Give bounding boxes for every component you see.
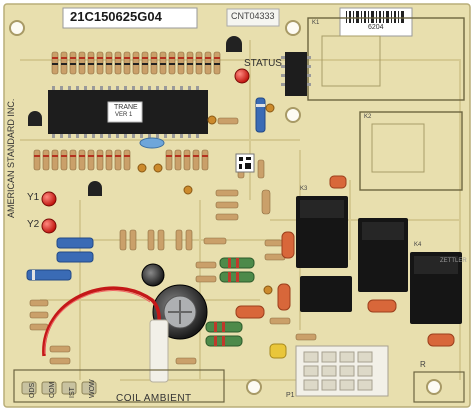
green-resistors <box>205 257 255 347</box>
bottom-terminal-strip <box>13 369 225 403</box>
red-jumper-wire-highlight <box>44 290 151 355</box>
relay-k1-coil-box <box>321 35 381 87</box>
part-number-label: 21C150625G04 <box>70 9 162 24</box>
resistor-row-middle <box>33 149 209 171</box>
barcode-number: 6204 <box>368 24 384 31</box>
part-number-label-bg <box>62 7 198 29</box>
sticker-code-label: CNT04333 <box>231 11 275 21</box>
chip-pins <box>52 86 199 138</box>
terminal-label-ods: ODS <box>29 382 36 398</box>
r-ref: R <box>420 360 426 369</box>
status-label: STATUS <box>244 58 282 69</box>
red-jumper-wire <box>42 286 161 357</box>
y1-label: Y1 <box>27 192 40 203</box>
y2-led <box>41 218 57 234</box>
chip-label-line1: TRANE <box>114 104 138 111</box>
chip-label-line2: VER 1 <box>115 112 133 118</box>
relay-k3-ref: K3 <box>300 186 308 192</box>
p1-ref: P1 <box>286 392 295 399</box>
resistors-mid-right <box>29 117 317 365</box>
yellow-capacitor <box>269 343 287 359</box>
relay-k4-ref: K4 <box>414 242 422 248</box>
capacitor-vent <box>168 300 192 324</box>
logic-ic-pins <box>281 56 311 86</box>
blue-diodes <box>26 97 266 281</box>
logic-ic <box>285 52 307 96</box>
mounting-holes <box>9 20 442 395</box>
qr-code-pattern <box>239 157 251 169</box>
terminal-label-wow: WOW <box>89 379 96 398</box>
manufacturer-vertical-label: AMERICAN STANDARD INC. <box>6 98 16 218</box>
transistors <box>28 36 242 196</box>
coil-ambient-label: COIL AMBIENT <box>116 393 192 404</box>
y2-label: Y2 <box>27 219 40 230</box>
black-relays <box>296 196 462 324</box>
terminal-label-com: COM <box>49 381 56 398</box>
small-electrolytic-capacitor <box>141 263 165 287</box>
terminal-label-ist: IST <box>69 387 76 398</box>
barcode-bars <box>346 11 404 23</box>
relay-k2-outline <box>359 111 463 191</box>
chip-label-sticker <box>107 101 143 123</box>
relay-k2-ref: K2 <box>364 114 372 120</box>
film-capacitors <box>235 175 455 347</box>
relay-k2-coil-box <box>371 123 425 173</box>
resistor-row-top <box>51 51 221 75</box>
relay-k1-ref: K1 <box>312 20 320 26</box>
relay-brand-label: ZETTLER <box>440 258 467 264</box>
ceramic-capacitors <box>137 103 275 295</box>
sticker-label-bg <box>226 8 280 27</box>
white-standoff <box>149 319 169 383</box>
terminal-pads <box>21 381 97 395</box>
status-led <box>234 68 250 84</box>
y1-led <box>41 191 57 207</box>
p1-connector-pins <box>303 351 373 391</box>
right-terminal-block <box>413 371 465 403</box>
